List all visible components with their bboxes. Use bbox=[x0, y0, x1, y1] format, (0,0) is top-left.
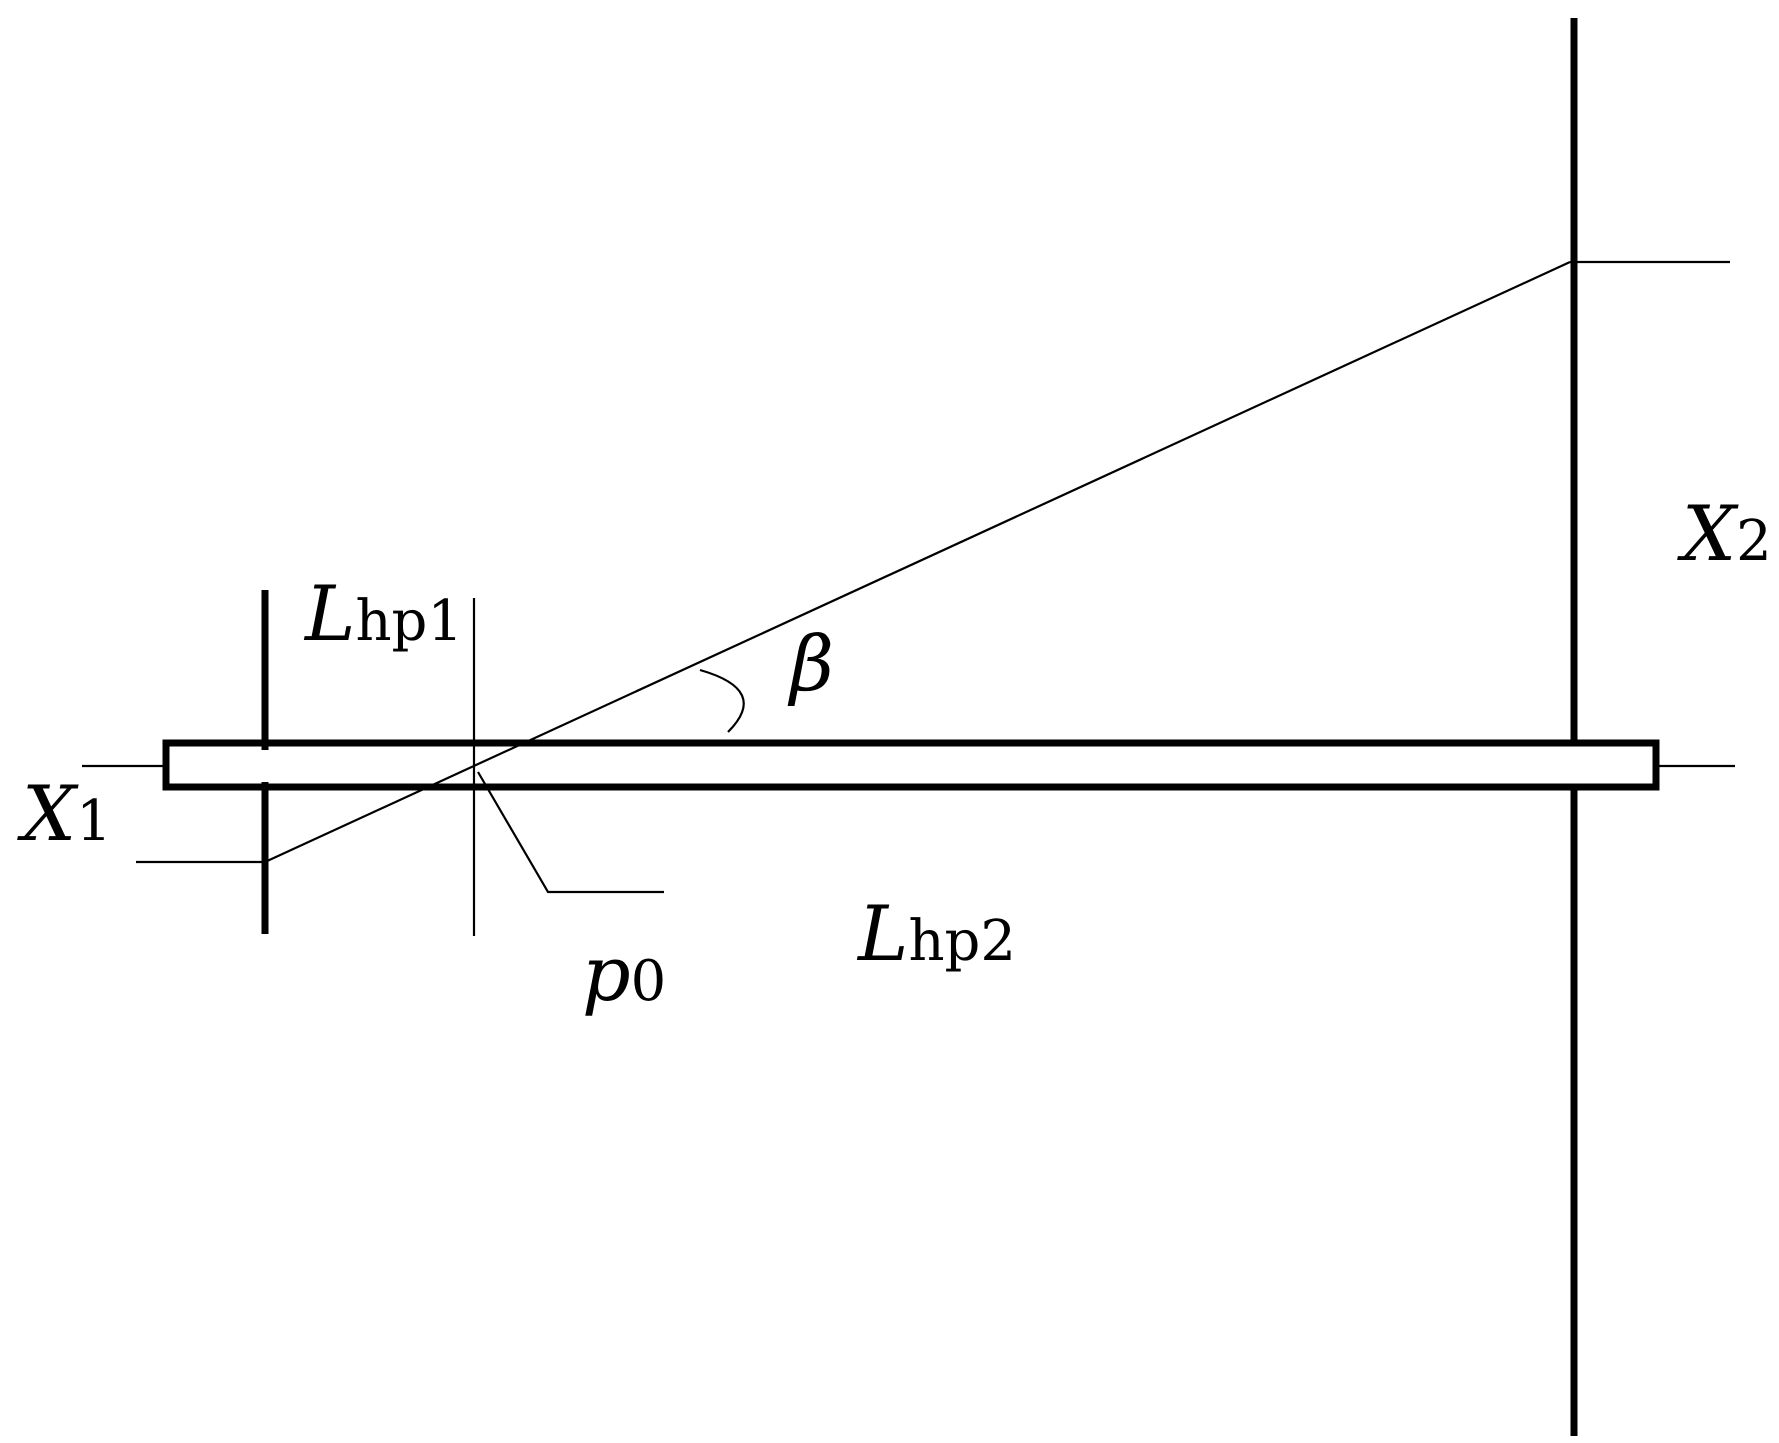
lhp2-label: Lhp2 bbox=[856, 889, 1016, 978]
beta-label: β bbox=[787, 619, 834, 708]
x2-label: X2 bbox=[1677, 489, 1772, 578]
inclined-line bbox=[264, 261, 1571, 863]
p0-leader-line bbox=[477, 771, 664, 894]
beta-angle-arc bbox=[699, 668, 745, 733]
x1-label: X1 bbox=[17, 769, 112, 858]
beam bbox=[162, 739, 1660, 791]
p0-label: p0 bbox=[582, 929, 666, 1018]
lhp1-label: Lhp1 bbox=[303, 569, 463, 658]
